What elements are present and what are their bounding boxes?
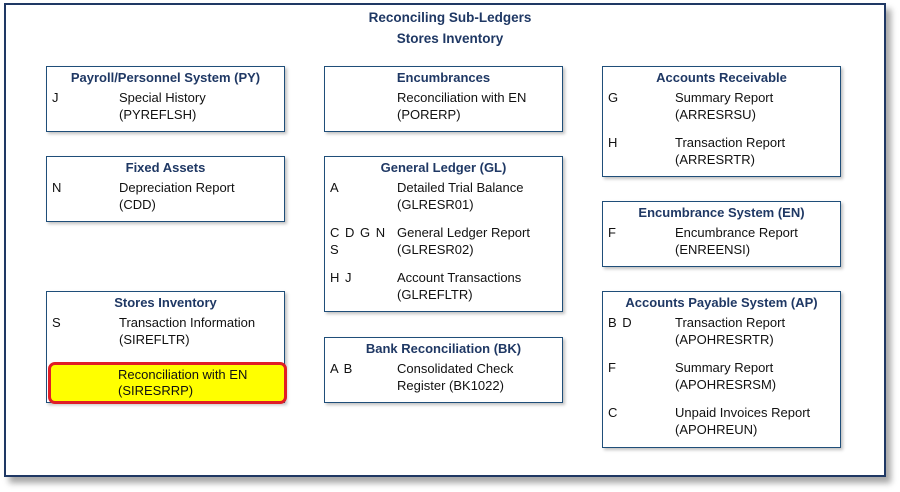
box-payroll-system: Payroll/Personnel System (PY) J Special … [46,66,285,132]
report-name: Account Transactions [397,270,522,285]
box-general-ledger: General Ledger (GL) A Detailed Trial Bal… [324,156,563,312]
report-description: Account Transactions (GLREFLTR) [397,269,567,303]
box-title: Accounts Receivable [656,70,787,85]
report-code: (GLRESR01) [397,197,474,212]
box-accounts-payable-system: Accounts Payable System (AP) B D Transac… [602,291,841,448]
report-entry: J Special History (PYREFLSH) [47,87,284,132]
box-title: Encumbrance System (EN) [638,205,805,220]
report-name: Depreciation Report [119,180,235,195]
letter-codes: H J [330,270,352,285]
box-fixed-assets: Fixed Assets N Depreciation Report (CDD) [46,156,285,222]
report-description: Transaction Information (SIREFLTR) [119,314,289,348]
letter-codes: G [608,90,619,105]
page-subtitle: Stores Inventory [396,31,504,46]
highlighted-report-entry: Reconciliation with EN (SIRESRRP) [48,362,287,404]
report-code: (APOHREUN) [675,422,758,437]
report-description: Reconciliation with EN (SIRESRRP) [118,367,247,399]
letter-codes: C [608,405,618,420]
report-code: (PORERP) [397,107,461,122]
report-code: (APOHRESRTR) [675,332,774,347]
box-encumbrance-system: Encumbrance System (EN) F Encumbrance Re… [602,201,841,267]
letter-codes: J [52,90,59,105]
report-name: Detailed Trial Balance [397,180,524,195]
box-title: Payroll/Personnel System (PY) [70,70,261,85]
report-code: (SIRESRRP) [118,383,194,398]
letter-codes: A [330,180,339,195]
box-bank-reconciliation: Bank Reconciliation (BK) A B Consolidate… [324,337,563,403]
letter-codes: B D [608,315,632,330]
box-title: Accounts Payable System (AP) [625,295,818,310]
report-description: Summary Report (APOHRESRSM) [675,359,845,393]
report-code: (ARRESRTR) [675,152,755,167]
report-name: Unpaid Invoices Report [675,405,811,420]
report-code: (SIREFLTR) [119,332,190,347]
report-description: Transaction Report (ARRESRTR) [675,134,845,168]
report-entry: F Summary Report (APOHRESRSM) [603,357,840,402]
report-code: (GLRESR02) [397,242,474,257]
letter-codes: N [52,180,62,195]
box-title: Fixed Assets [125,160,206,175]
report-name: Consolidated Check [397,361,514,376]
report-name: Transaction Report [675,315,786,330]
report-name: Transaction Information [119,315,256,330]
report-description: Consolidated Check Register (BK1022) [397,360,567,394]
report-entry: H Transaction Report (ARRESRTR) [603,132,840,177]
box-title: Bank Reconciliation (BK) [365,341,522,356]
report-name: Reconciliation with EN [397,90,527,105]
letter-codes: S [52,315,61,330]
box-encumbrances: Encumbrances Reconciliation with EN (POR… [324,66,563,132]
box-title: Encumbrances [396,70,491,85]
report-code: (GLREFLTR) [397,287,473,302]
report-code: (CDD) [119,197,156,212]
report-code: (APOHRESRSM) [675,377,777,392]
box-title: Stores Inventory [114,295,217,310]
letter-codes: A B [330,361,353,376]
report-entry: A Detailed Trial Balance (GLRESR01) [325,177,562,222]
box-accounts-receivable: Accounts Receivable G Summary Report (AR… [602,66,841,177]
letter-codes: H [608,135,618,150]
report-name: Encumbrance Report [675,225,798,240]
page-title: Reconciling Sub-Ledgers [368,10,532,25]
report-name: General Ledger Report [397,225,530,240]
report-code: (ENREENSI) [675,242,751,257]
report-description: Depreciation Report (CDD) [119,179,289,213]
report-entry: F Encumbrance Report (ENREENSI) [603,222,840,267]
report-description: Transaction Report (APOHRESRTR) [675,314,845,348]
report-entry: C D G N S General Ledger Report (GLRESR0… [325,222,562,267]
report-entry: B D Transaction Report (APOHRESRTR) [603,312,840,357]
box-title: General Ledger (GL) [380,160,507,175]
report-description: Encumbrance Report (ENREENSI) [675,224,845,258]
report-description: Special History (PYREFLSH) [119,89,289,123]
report-code: Register (BK1022) [397,378,504,393]
letter-codes: F [608,225,616,240]
report-entry: C Unpaid Invoices Report (APOHREUN) [603,402,840,447]
report-entry: A B Consolidated Check Register (BK1022) [325,358,562,403]
report-description: General Ledger Report (GLRESR02) [397,224,567,258]
report-entry: H J Account Transactions (GLREFLTR) [325,267,562,312]
letter-codes: C D G N S [330,225,386,257]
report-description: Detailed Trial Balance (GLRESR01) [397,179,567,213]
report-description: Reconciliation with EN (PORERP) [397,89,567,123]
report-description: Unpaid Invoices Report (APOHREUN) [675,404,845,438]
report-name: Reconciliation with EN [118,367,248,382]
report-name: Transaction Report [675,135,786,150]
report-entry: S Transaction Information (SIREFLTR) [47,312,284,357]
report-entry: Reconciliation with EN (PORERP) [325,87,562,132]
report-description: Summary Report (ARRESRSU) [675,89,845,123]
report-name: Summary Report [675,90,774,105]
report-name: Special History [119,90,206,105]
letter-codes: F [608,360,616,375]
report-entry: G Summary Report (ARRESRSU) [603,87,840,132]
report-name: Summary Report [675,360,774,375]
report-code: (PYREFLSH) [119,107,197,122]
report-code: (ARRESRSU) [675,107,756,122]
report-entry: N Depreciation Report (CDD) [47,177,284,222]
